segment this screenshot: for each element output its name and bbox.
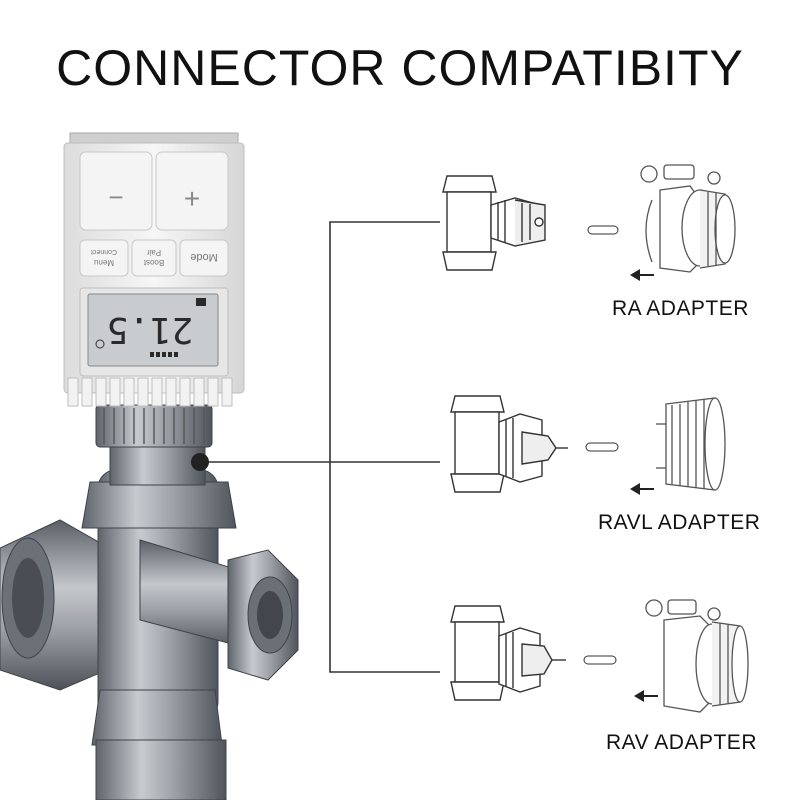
valve-body	[0, 404, 299, 800]
ravl-valve-drawing	[450, 395, 568, 493]
rav-arrow	[634, 690, 644, 702]
ra-arrow	[630, 269, 640, 281]
rav-valve-drawing	[450, 605, 566, 701]
plus-button[interactable]	[155, 151, 229, 231]
mode-button[interactable]	[179, 239, 229, 277]
minus-label: −	[108, 182, 123, 212]
page-title: CONNECTOR COMPATIBITY	[56, 40, 744, 96]
connect-label: Connect	[91, 248, 117, 255]
ravl-arrow	[630, 483, 640, 495]
rav-pin	[583, 655, 617, 665]
thermostat-device: − + Menu Connect Boost Pair Mode 21.5	[63, 132, 245, 407]
ra-adapter-label: RA ADAPTER	[612, 297, 749, 320]
ravl-adapter-drawing	[656, 397, 726, 491]
connector-lines	[205, 221, 440, 673]
pair-label: Pair	[147, 248, 162, 257]
lcd-value: 21.5	[107, 309, 194, 350]
plus-label: +	[184, 183, 200, 214]
ra-valve-drawing	[442, 175, 546, 271]
menu-label: Menu	[94, 258, 114, 267]
ravl-pin	[585, 442, 619, 452]
rav-adapter-drawing	[645, 599, 749, 713]
ra-adapter-drawing	[640, 164, 736, 273]
lcd-display	[87, 293, 219, 367]
rav-adapter-label: RAV ADAPTER	[606, 731, 757, 754]
ravl-adapter-label: RAVL ADAPTER	[598, 511, 761, 534]
boost-label: Boost	[143, 258, 164, 267]
boost-button[interactable]	[131, 239, 177, 277]
menu-button[interactable]	[79, 239, 129, 277]
connection-point	[191, 453, 209, 471]
ra-pin	[587, 225, 619, 235]
minus-button[interactable]	[79, 151, 153, 231]
mode-label: Mode	[190, 251, 218, 263]
